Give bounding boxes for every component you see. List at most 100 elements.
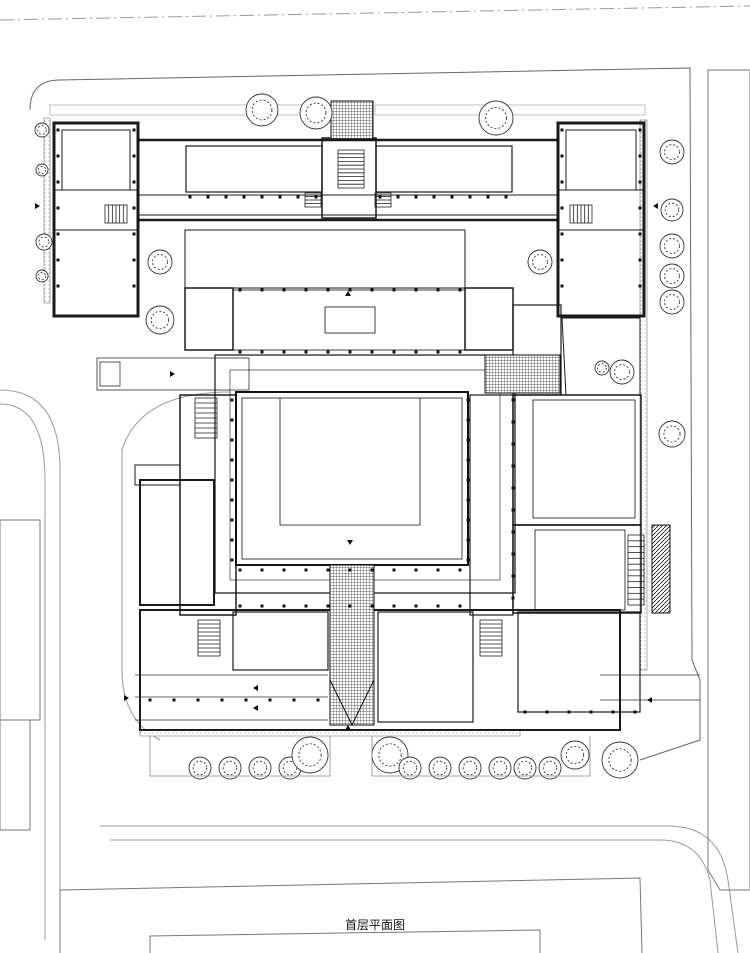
tree-canopy-symbol	[594, 360, 610, 376]
drawing-caption: 首层平面图	[344, 918, 405, 932]
column-square	[370, 604, 374, 608]
column-square	[436, 604, 440, 608]
column-square	[638, 154, 642, 158]
column-square	[589, 710, 593, 714]
column-square	[132, 284, 136, 288]
column-square	[567, 710, 571, 714]
neighbor-block-west	[0, 519, 41, 721]
column-square	[238, 604, 242, 608]
entrance-marker	[170, 371, 175, 377]
column-square	[260, 604, 264, 608]
column-square	[511, 552, 515, 556]
courtyards	[214, 289, 636, 611]
tree-canopy-symbol	[147, 249, 173, 275]
stair-symbol	[194, 397, 218, 439]
column-square	[458, 350, 462, 354]
tree-canopy-symbol	[478, 100, 514, 136]
south-range	[139, 609, 621, 731]
stair-symbol	[304, 192, 322, 208]
tree-canopy-symbol	[560, 740, 590, 770]
tree-canopy-symbol	[659, 289, 685, 315]
road-edge-south-2	[100, 825, 739, 953]
column-square	[172, 698, 176, 702]
entrance-marker	[253, 705, 258, 711]
neighbor-block-east	[707, 69, 750, 891]
column-square	[304, 288, 308, 292]
column-square	[224, 195, 228, 199]
column-square	[230, 538, 234, 542]
column-square	[414, 604, 418, 608]
stair-symbol	[374, 192, 392, 208]
column-square	[348, 288, 352, 292]
column-square	[230, 418, 234, 422]
north-lobby	[184, 229, 466, 289]
column-square	[132, 180, 136, 184]
column-square	[633, 710, 637, 714]
column-square	[260, 195, 264, 199]
column-square	[414, 288, 418, 292]
column-square	[268, 698, 272, 702]
column-square	[560, 284, 564, 288]
column-square	[56, 180, 60, 184]
east-stair-tower	[651, 524, 671, 614]
column-square	[206, 195, 210, 199]
column-square	[638, 180, 642, 184]
entrance-marker	[653, 203, 658, 209]
column-square	[466, 398, 470, 402]
column-square	[326, 288, 330, 292]
tree-canopy-symbol	[299, 96, 333, 130]
column-square	[396, 195, 400, 199]
column-square	[132, 154, 136, 158]
column-square	[260, 350, 264, 354]
column-square	[304, 350, 308, 354]
column-square	[511, 464, 515, 468]
neighbor-block-south	[59, 877, 643, 953]
entrance-marker	[345, 725, 351, 730]
column-square	[230, 518, 234, 522]
column-square	[414, 350, 418, 354]
axis-passages	[329, 100, 671, 727]
column-square	[468, 195, 472, 199]
column-square	[56, 258, 60, 262]
tree-canopy-symbol	[35, 233, 53, 251]
column-square	[378, 195, 382, 199]
entrance-marker	[253, 685, 258, 691]
tree-canopy-symbol	[34, 122, 50, 138]
tree-canopy-symbol	[248, 756, 272, 780]
central-courtyard	[235, 391, 469, 566]
column-square	[458, 288, 462, 292]
column-square	[260, 288, 264, 292]
column-square	[370, 568, 374, 572]
trees	[34, 93, 686, 780]
column-square	[511, 508, 515, 512]
column-square	[292, 698, 296, 702]
road-edge-west-inner	[0, 403, 46, 940]
column-square	[230, 558, 234, 562]
tree-canopy-symbol	[538, 756, 562, 780]
column-square	[56, 154, 60, 158]
column-square	[466, 478, 470, 482]
column-square	[230, 498, 234, 502]
column-square	[282, 350, 286, 354]
tree-canopy-symbol	[601, 741, 639, 779]
tree-canopy-symbol	[245, 93, 279, 127]
east-range	[512, 394, 642, 526]
column-square	[238, 350, 242, 354]
column-square	[392, 568, 396, 572]
entrance-marker	[124, 695, 129, 701]
column-square	[148, 698, 152, 702]
east-court-hall	[532, 399, 636, 519]
column-square	[560, 232, 564, 236]
site-boundary	[29, 67, 701, 761]
column-square	[611, 710, 615, 714]
column-square	[132, 128, 136, 132]
stair-symbol	[337, 149, 365, 189]
tree-canopy-symbol	[35, 269, 49, 283]
column-square	[466, 458, 470, 462]
column-square	[392, 288, 396, 292]
column-square	[282, 568, 286, 572]
tree-canopy-symbol	[488, 756, 512, 780]
tree-canopy-symbol	[527, 249, 553, 275]
column-square	[230, 458, 234, 462]
column-square	[466, 498, 470, 502]
